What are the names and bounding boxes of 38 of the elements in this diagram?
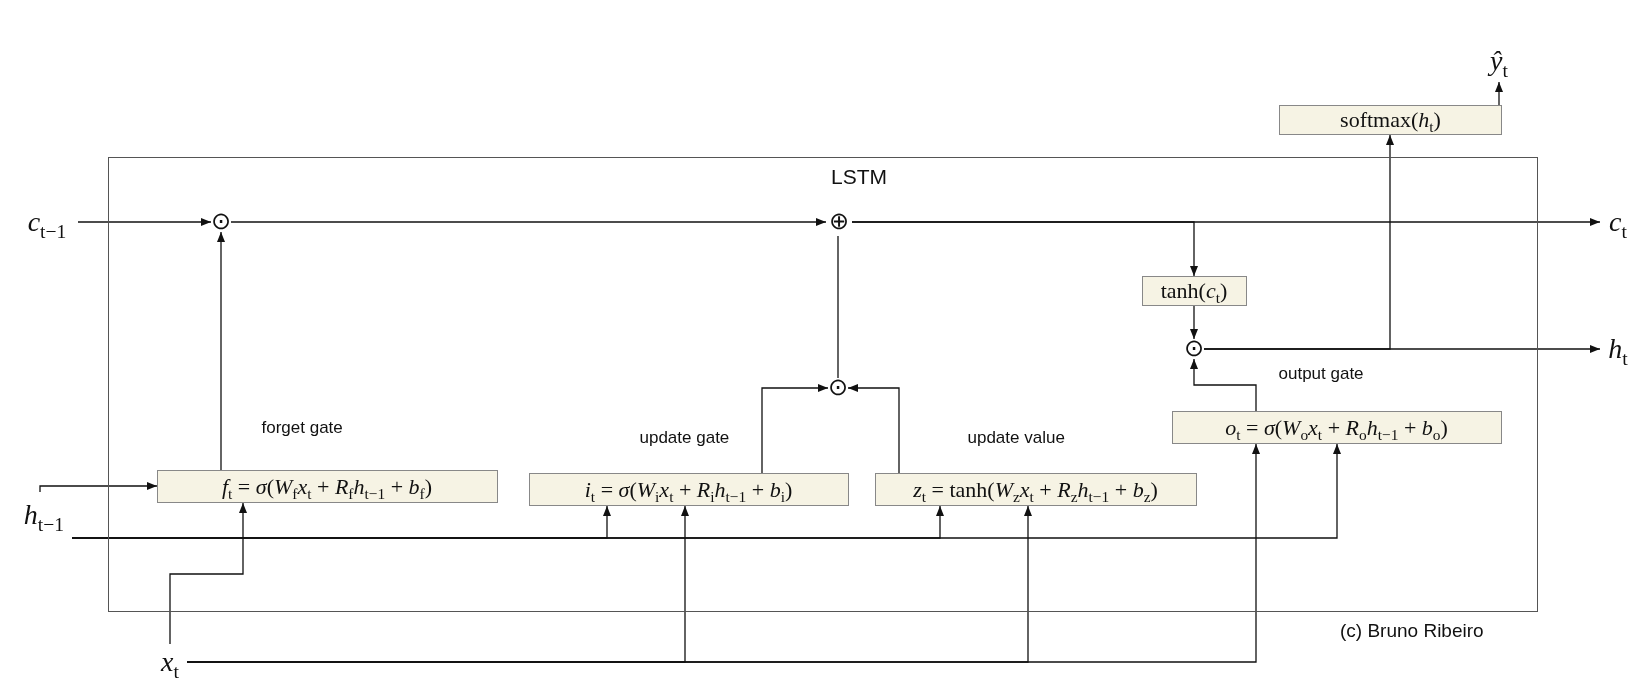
formula-box: tanh(c$_{t}$) <box>1141 275 1247 306</box>
variable-label: h$_{t−1}$ <box>16 492 72 540</box>
arrow <box>851 221 1199 277</box>
formula-box: f$_{t}$ = σ(W$_{f}$x$_{t}$ + R$_{f}$h$_{t−1}$ + b$_{f}$) <box>156 469 498 503</box>
arrow <box>216 231 226 471</box>
arrow <box>1189 305 1199 340</box>
arrow <box>1203 134 1395 350</box>
operator-symbol: ⊙ <box>827 377 848 398</box>
formula-box: z$_{t}$ = tanh(W$_{z}$x$_{t}$ + R$_{z}$h$_{t−1}$ + b$_{z}$) <box>874 472 1197 506</box>
connector-line <box>837 235 839 379</box>
arrow <box>71 443 1342 539</box>
arrow <box>39 481 158 493</box>
arrow <box>1494 81 1504 106</box>
variable-label: h$_{t}$ <box>1600 330 1636 370</box>
arrow <box>186 443 1261 663</box>
variable-label: ŷ$_{t}$ <box>1482 42 1516 82</box>
operator-symbol: ⊕ <box>825 207 852 236</box>
formula-box: i$_{t}$ = σ(W$_{i}$x$_{t}$ + R$_{i}$h$_{t−1}$ + b$_{i}$) <box>528 472 849 506</box>
frame-title: LSTM <box>831 164 887 190</box>
arrow <box>230 217 827 227</box>
lstm-cell-frame <box>108 157 1538 612</box>
arrow <box>761 383 829 474</box>
arrow <box>1189 358 1257 412</box>
credit-note: (c) Bruno Ribeiro <box>1340 620 1484 643</box>
gate-label: update gate <box>639 427 730 448</box>
operator-symbol: ⊙ <box>210 211 231 232</box>
variable-label: c$_{t−1}$ <box>16 203 78 243</box>
gate-label: output gate <box>1278 363 1364 384</box>
gate-label: update value <box>967 427 1065 448</box>
gate-label: forget gate <box>261 417 343 438</box>
arrow <box>169 502 248 645</box>
formula-box: o$_{t}$ = σ(W$_{o}$x$_{t}$ + R$_{o}$h$_{t−1}$ + b$_{o}$) <box>1171 410 1502 444</box>
arrow <box>847 383 900 474</box>
operator-symbol: ⊙ <box>1183 338 1204 359</box>
arrow <box>77 217 212 227</box>
variable-label: x$_{t}$ <box>153 644 187 678</box>
variable-label: c$_{t}$ <box>1600 203 1636 243</box>
formula-box: softmax(h$_{t}$) <box>1279 105 1502 135</box>
